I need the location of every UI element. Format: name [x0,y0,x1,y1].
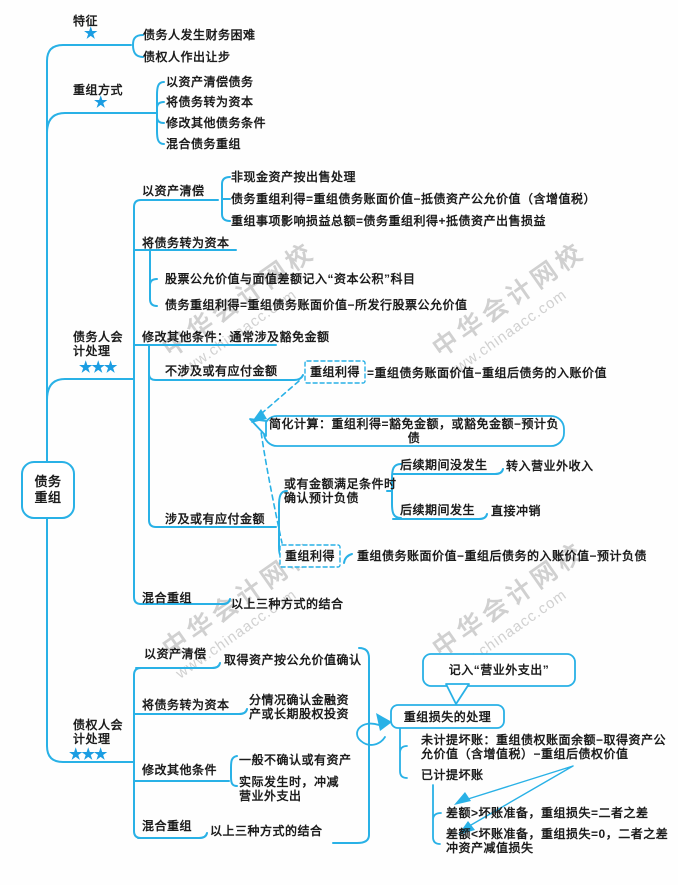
node-debtor-mixed: 混合重组 [142,591,193,605]
node-debtor-debt-to-capital: 将债务转为资本 [142,236,230,250]
node-direct-writeoff: 直接冲销 [491,504,542,518]
gain-dashed-box-1 [304,360,366,384]
node-method-mixed: 混合债务重组 [166,137,242,151]
star-rating-icon: ★★★ [69,746,107,763]
node-gain-formula-no-contingent: =重组债务账面价值−重组后债务的入账价值 [367,366,608,380]
node-gain-formula-shares: 债务重组利得=重组债务账面价值−所发行股票公允价值 [165,298,468,312]
node-gain-formula-assets: 债务重组利得=重组债务账面价值−抵债资产公允价值（含增值税） [231,192,597,206]
node-method-modify-terms: 修改其他债务条件 [166,116,267,130]
root-node-box [21,461,75,519]
annotation-lines [467,765,574,826]
node-occurred-later: 后续期间发生 [400,503,476,517]
connector-debtor-modify [133,344,304,528]
node-loss-treatment: 重组损失的处理 [403,709,492,724]
node-offset-nonoperating-expense: 实际发生时，冲减 营业外支出 [239,775,340,803]
node-debtor-mixed-desc: 以上三种方式的结合 [231,597,344,611]
star-rating-icon: ★ [94,94,107,111]
gain-dashed-box-2 [279,544,341,568]
node-restructuring-methods: 重组方式 [73,83,124,97]
arrow-swash-tail [356,722,386,746]
node-total-pl-formula: 重组事项影响损益总额=债务重组利得+抵债资产出售损益 [231,214,547,228]
annotation-arrowhead-1 [454,792,471,805]
node-diff-greater-than-provision: 差额>坏账准备，重组损失=二者之差 [446,806,649,820]
node-characteristics: 特征 [73,14,99,28]
node-restructuring-gain-2: 重组利得 [284,549,335,563]
node-method-debt-to-capital: 将债务转为资本 [166,95,254,109]
node-debtor-settle-assets: 以资产清偿 [142,184,205,198]
node-gain-formula-with-contingent: 重组债务账面价值−重组后债务的入账价值−预计负债 [357,549,648,563]
node-creditor-mixed: 混合重组 [142,819,193,833]
connector-creditor-right-bracket [332,647,370,844]
star-rating-icon: ★ [84,25,97,42]
node-method-settle-with-assets: 以资产清偿债务 [166,75,254,89]
node-capital-reserve-note: 股票公允价值与面值差额记入“资本公积”科目 [165,272,416,286]
node-no-contingent-asset: 一般不确认或有资产 [239,753,352,767]
node-with-contingent-payment: 涉及或有应付金额 [165,512,266,526]
connector-characteristics-fork [132,34,144,58]
connector-followup-subtree [386,463,504,520]
dashed-link-arrowhead [251,409,267,423]
node-with-bad-debt-provision: 已计提坏账 [421,768,484,782]
connector-creditor-spine [133,662,248,839]
callout-box [422,653,576,687]
connector-loss-subtree [399,727,442,845]
node-not-occurred-later: 后续期间没发生 [400,458,488,472]
connector-gain2-hook [343,553,353,564]
node-diff-less-than-provision: 差额<坏账准备，重组损失=0，二者之差 冲资产减值损失 [446,827,669,855]
node-debtor-financial-difficulty: 债务人发生财务困难 [143,28,256,42]
connector-trunk-and-branches [46,44,157,763]
node-creditor-debt-to-capital: 将债务转为资本 [142,698,230,712]
dashed-callout-links [259,380,300,544]
node-creditor-mixed-desc: 以上三种方式的结合 [210,824,323,838]
node-noncash-sale-treatment: 非现金资产按出售处理 [231,170,357,184]
node-no-contingent-payment: 不涉及或有应付金额 [165,364,278,378]
loss-arrowhead [376,713,392,731]
connector-debtor-asset-brace [221,176,231,222]
loss-box [390,704,505,729]
node-debtor-accounting: 债务人会 计处理 [73,330,124,358]
connector-creditor-modify-brace [230,755,238,787]
node-creditor-accounting: 债权人会 计处理 [73,718,124,746]
connector-methods-brace [156,81,165,145]
callout-tail [445,683,470,705]
node-recognize-provision: 或有金额满足条件时 确认预计负债 [284,477,397,505]
node-debtor-modify-terms: 修改其他条件：通常涉及豁免金额 [142,330,330,344]
node-root-debt-restructuring: 债务 重组 [34,474,62,505]
node-creditor-concession: 债权人作出让步 [143,50,231,64]
node-creditor-asset-fair-value: 取得资产按公允价值确认 [224,653,362,667]
node-restructuring-gain-1: 重组利得 [309,365,360,379]
node-creditor-settle-assets: 以资产清偿 [144,647,207,661]
node-record-nonoperating-expense: 记入“营业外支出” [448,663,550,677]
connector-debtor-capital [133,249,237,307]
node-creditor-capital-desc: 分情况确认金融资 产或长期股权投资 [249,693,350,721]
node-simplified-calculation: 简化计算：重组利得=豁免金额，或豁免金额−预计负债 [268,417,560,445]
node-transfer-nonoperating-income: 转入营业外收入 [506,459,594,473]
node-no-bad-debt-provision: 未计提坏账：重组债权账面余额−取得资产公 允价值（含增值税）−重组后债权价值 [421,733,667,761]
connector-debtor-spine [133,199,231,605]
star-rating-icon: ★★★ [79,359,117,376]
annotation-arrowhead-2 [458,821,475,835]
node-creditor-modify-terms: 修改其他条件 [142,763,218,777]
